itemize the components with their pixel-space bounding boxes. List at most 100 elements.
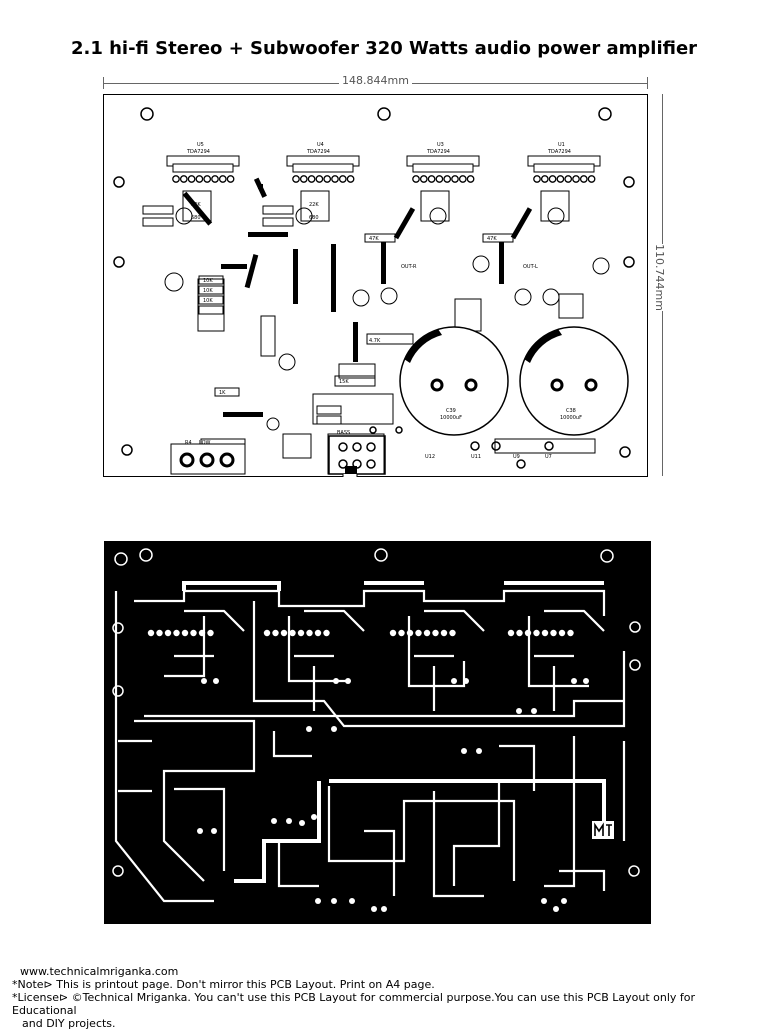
ic-pin bbox=[346, 175, 355, 183]
r-value: 22K bbox=[309, 202, 319, 208]
potentiometer-shaft bbox=[342, 474, 358, 477]
ic-pin bbox=[564, 175, 573, 183]
copper-pad bbox=[211, 828, 217, 834]
ic-ref-label: U3 bbox=[437, 142, 444, 148]
ic-pin bbox=[533, 175, 541, 183]
connector-label: U12 bbox=[425, 454, 435, 460]
copper-pad bbox=[531, 708, 537, 714]
license-text: *License⊳ ©Technical Mriganka. You can't… bbox=[12, 991, 696, 1017]
ic-part-label: TDA7294 bbox=[426, 149, 450, 155]
connector-label: OUT-R bbox=[401, 264, 417, 270]
ic-pin bbox=[299, 175, 308, 183]
r-value: 680 bbox=[191, 215, 201, 221]
copper-pad bbox=[345, 678, 351, 684]
ic-pin bbox=[323, 175, 332, 183]
copper-pad bbox=[415, 629, 422, 637]
r-value: 680 bbox=[309, 215, 319, 221]
copper-pad bbox=[207, 629, 214, 637]
r-value: 47K bbox=[369, 236, 379, 242]
r-value: 10K bbox=[203, 278, 213, 284]
copper-pad bbox=[571, 678, 577, 684]
r-value: 10K bbox=[203, 298, 213, 304]
copper-layout bbox=[104, 541, 651, 924]
ic-pin bbox=[451, 175, 459, 183]
r-value: 10K bbox=[203, 288, 213, 294]
copper-pad bbox=[156, 629, 163, 637]
ic-pin bbox=[443, 175, 452, 183]
height-dimension: 110.744mm bbox=[650, 94, 674, 476]
r-value: 4.7K bbox=[369, 338, 381, 344]
ic-pin bbox=[187, 175, 196, 183]
r-value: 1K bbox=[219, 390, 226, 396]
ic-pin bbox=[458, 175, 467, 183]
ic-pin bbox=[419, 175, 428, 183]
ic-pin bbox=[172, 175, 180, 183]
connector-label: U11 bbox=[471, 454, 481, 460]
ic-part-label: TDA7294 bbox=[547, 149, 571, 155]
copper-pad bbox=[297, 629, 305, 637]
copper-pad bbox=[190, 629, 197, 637]
copper-pad bbox=[323, 629, 330, 637]
capacitor-ref: C38 bbox=[566, 408, 576, 414]
website-text: www.technicalmriganka.com bbox=[20, 965, 179, 978]
footer-notes: www.technicalmriganka.com *Note⊳ This is… bbox=[12, 965, 757, 1030]
copper-pad bbox=[507, 629, 515, 637]
ic-part-label: TDA7294 bbox=[306, 149, 330, 155]
copper-pad bbox=[213, 678, 219, 684]
copper-pad bbox=[561, 898, 567, 904]
ic-pin bbox=[179, 175, 188, 183]
ic-pin bbox=[540, 175, 549, 183]
width-dimension: 148.844mm bbox=[103, 74, 648, 90]
copper-pad bbox=[331, 726, 337, 732]
width-label: 148.844mm bbox=[339, 74, 412, 87]
copper-pad bbox=[389, 629, 397, 637]
copper-pad bbox=[315, 898, 321, 904]
capacitor-value: 10000uF bbox=[560, 415, 582, 421]
page-title: 2.1 hi-fi Stereo + Subwoofer 320 Watts a… bbox=[70, 38, 698, 59]
copper-pad bbox=[463, 678, 469, 684]
copper-pad bbox=[423, 629, 431, 637]
ic-pin bbox=[435, 175, 444, 183]
copper-pad bbox=[432, 629, 439, 637]
copper-pad bbox=[280, 629, 288, 637]
parts-group bbox=[142, 190, 610, 475]
ic-pin bbox=[195, 175, 204, 183]
copper-pad bbox=[314, 629, 322, 637]
copper-pad bbox=[173, 629, 180, 637]
copper-pad bbox=[371, 906, 377, 912]
copper-pad bbox=[299, 820, 305, 826]
mounting-holes bbox=[113, 107, 635, 458]
note-text: *Note⊳ This is printout page. Don't mirr… bbox=[12, 978, 435, 991]
copper-pad bbox=[533, 629, 540, 637]
ic-pin bbox=[338, 175, 347, 183]
copper-pad bbox=[449, 629, 456, 637]
copper-pad bbox=[147, 629, 155, 637]
copper-pad bbox=[398, 629, 405, 637]
ic-pin bbox=[226, 175, 235, 183]
copper-pad bbox=[516, 629, 523, 637]
ic-pin bbox=[579, 175, 588, 183]
copper-pad bbox=[558, 629, 566, 637]
copper-pad bbox=[333, 678, 339, 684]
copper-pad bbox=[381, 906, 387, 912]
power-terminal-pads bbox=[328, 426, 554, 475]
ic-pin bbox=[211, 175, 219, 183]
ic-pin bbox=[203, 175, 212, 183]
copper-pads bbox=[147, 629, 589, 912]
copper-pad bbox=[451, 678, 457, 684]
copper-pad bbox=[349, 898, 355, 904]
height-label: 110.744mm bbox=[653, 244, 666, 311]
copper-pad bbox=[306, 726, 312, 732]
ic-pin bbox=[307, 175, 316, 183]
capacitor-value: 10000uF bbox=[440, 415, 462, 421]
copper-pad bbox=[461, 748, 467, 754]
